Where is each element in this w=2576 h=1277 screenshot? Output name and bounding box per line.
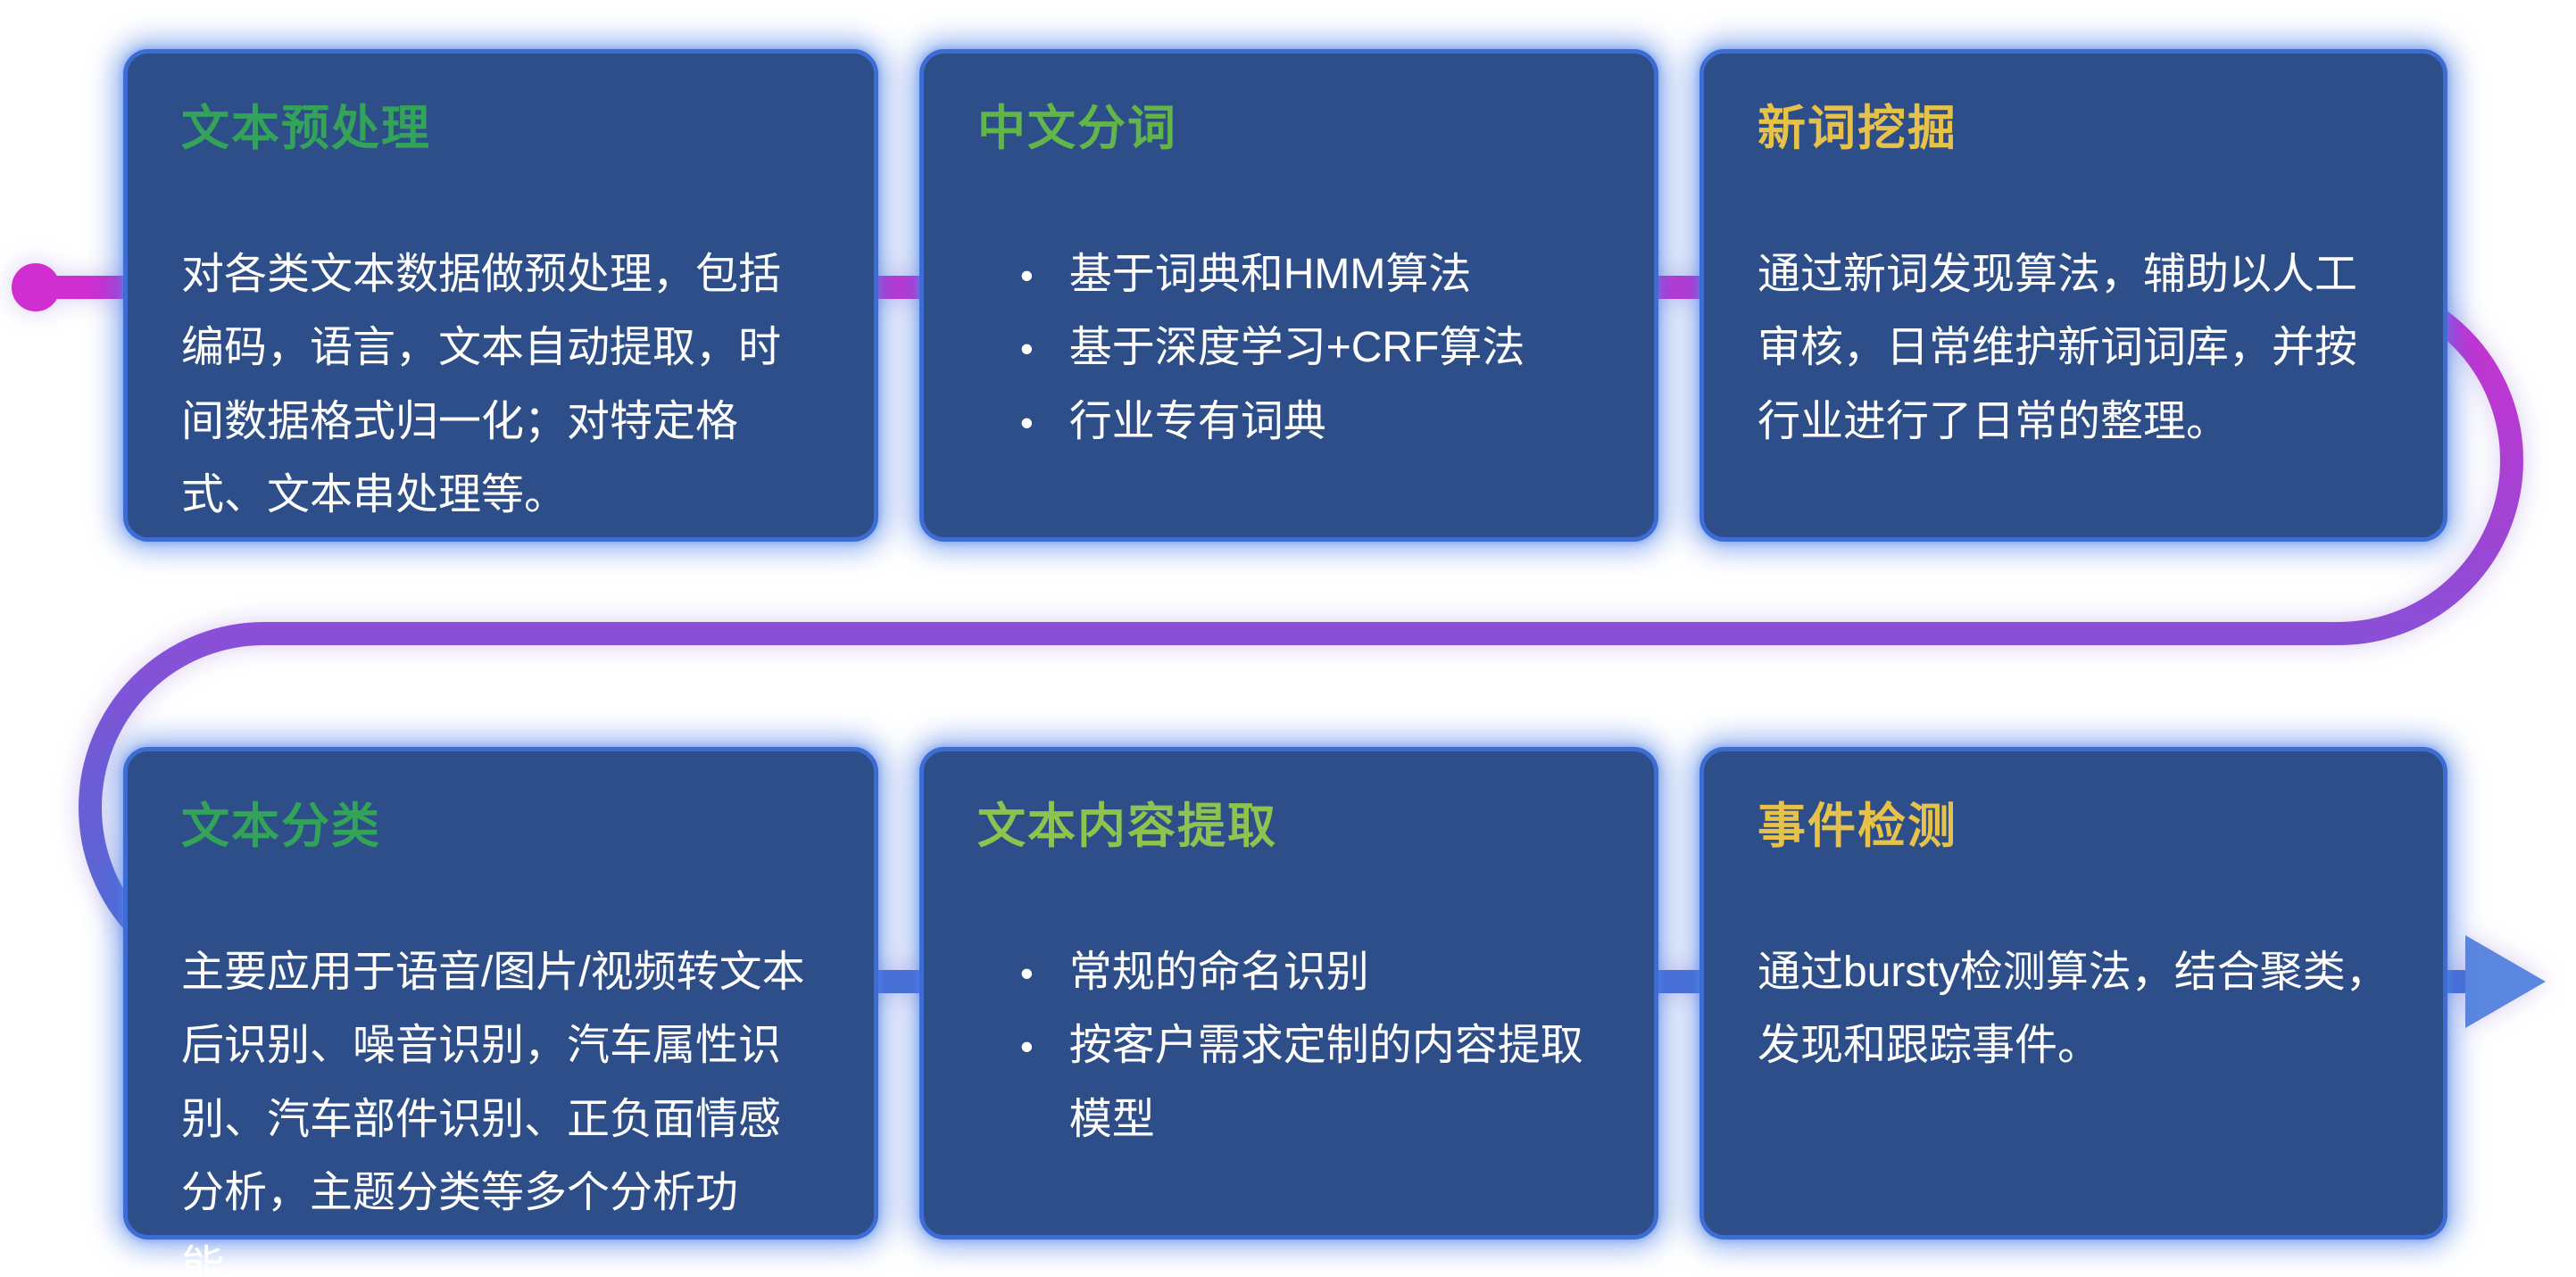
card-body: 主要应用于语音/图片/视频转文本后识别、噪音识别，汽车属性识别、汽车部件识别、正… <box>181 948 805 1277</box>
bullet-icon: • <box>1020 401 1034 444</box>
bullet-icon: • <box>1020 328 1034 370</box>
card-title: 文本预处理 <box>181 102 431 155</box>
card-title: 文本内容提取 <box>977 800 1277 853</box>
card-text-classification: 文本分类 主要应用于语音/图片/视频转文本后识别、噪音识别，汽车属性识别、汽车部… <box>123 747 878 1277</box>
card-title: 文本分类 <box>181 800 381 853</box>
bullet-text: 基于深度学习+CRF算法 <box>1068 324 1525 372</box>
card-chinese-word-segmentation: 中文分词 • 基于词典和HMM算法 • 基于深度学习+CRF算法 • 行业专有词… <box>919 49 1658 542</box>
card-body: 通过新词发现算法，辅助以人工审核，日常维护新词词库，并按行业进行了日常的整理。 <box>1757 250 2358 445</box>
flow-arrow-icon <box>2465 935 2546 1028</box>
list-item: • 行业专有词典 <box>977 386 1600 460</box>
card-bullet-list: • 常规的命名识别 • 按客户需求定制的内容提取模型 <box>977 936 1600 1157</box>
card-body: 通过bursty检测算法，结合聚类，发现和跟踪事件。 <box>1757 948 2389 1070</box>
card-title: 中文分词 <box>977 102 1177 155</box>
bullet-text: 基于词典和HMM算法 <box>1068 250 1472 298</box>
bullet-icon: • <box>1020 951 1034 994</box>
list-item: • 按客户需求定制的内容提取模型 <box>977 1009 1600 1157</box>
bullet-text: 常规的命名识别 <box>1068 948 1369 996</box>
list-item: • 基于深度学习+CRF算法 <box>977 311 1600 386</box>
card-title: 事件检测 <box>1757 800 1957 853</box>
list-item: • 常规的命名识别 <box>977 936 1600 1010</box>
card-event-detection: 事件检测 通过bursty检测算法，结合聚类，发现和跟踪事件。 <box>1699 747 2447 1240</box>
card-bullet-list: • 基于词典和HMM算法 • 基于深度学习+CRF算法 • 行业专有词典 <box>977 238 1600 460</box>
bullet-text: 行业专有词典 <box>1068 397 1326 445</box>
flow-start-dot-icon <box>12 263 60 311</box>
card-new-word-mining: 新词挖掘 通过新词发现算法，辅助以人工审核，日常维护新词词库，并按行业进行了日常… <box>1699 49 2447 542</box>
bullet-icon: • <box>1020 1025 1034 1068</box>
card-title: 新词挖掘 <box>1757 102 1957 155</box>
card-body: 对各类文本数据做预处理，包括编码，语言，文本自动提取，时间数据格式归一化；对特定… <box>181 250 782 519</box>
card-text-preprocessing: 文本预处理 对各类文本数据做预处理，包括编码，语言，文本自动提取，时间数据格式归… <box>123 49 878 542</box>
card-text-content-extraction: 文本内容提取 • 常规的命名识别 • 按客户需求定制的内容提取模型 <box>919 747 1658 1240</box>
flow-line <box>29 276 2524 993</box>
bullet-icon: • <box>1020 253 1034 296</box>
bullet-text: 按客户需求定制的内容提取模型 <box>1068 1022 1583 1143</box>
list-item: • 基于词典和HMM算法 <box>977 238 1600 312</box>
